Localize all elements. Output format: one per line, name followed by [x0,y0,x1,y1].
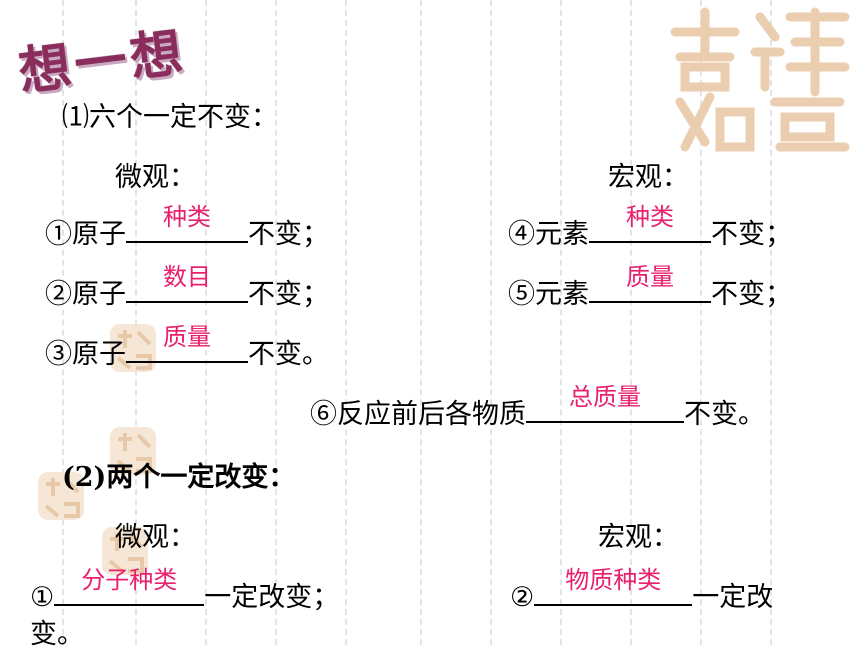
answer-text: 质量 [163,323,211,351]
section2-macro-label: 宏观： [598,522,679,553]
answer-blank: 种类 [589,203,711,243]
statement-line: ④元素种类不变； [508,203,792,251]
small-seal-logo [102,527,148,575]
page-title: 想一想 [15,22,190,103]
answer-blank: 总质量 [526,383,684,423]
answer-text: 种类 [163,203,211,231]
statement-line: ③原子质量不变。 [45,323,329,371]
small-seal-logo [110,324,156,372]
section1-micro-label: 微观： [115,162,196,193]
statement-line: ②原子数目不变； [45,263,329,311]
answer-text: 质量 [626,263,674,291]
answer-text: 分子种类 [81,566,178,594]
answer-blank: 种类 [126,203,248,243]
answer-blank: 质量 [589,263,711,303]
section1-macro-label: 宏观： [608,162,689,193]
section2-heading: (2)两个一定改变： [62,462,296,493]
section2-micro-label: 微观： [115,522,196,553]
small-seal-logo [38,472,84,520]
answer-blank: 数目 [126,263,248,303]
answer-text: 种类 [626,203,674,231]
statement-line: ⑤元素质量不变； [508,263,792,311]
small-seal-logo [110,427,156,475]
answer-text: 物质种类 [565,566,662,594]
answer-blank: 分子种类 [54,566,205,606]
answer-blank: 质量 [126,323,248,363]
auspicious-seal-logo [670,7,850,152]
answer-blank: 物质种类 [534,566,693,606]
statement-line: ⑥反应前后各物质总质量不变。 [310,383,765,431]
answer-text: 总质量 [569,383,641,411]
statement-line-continued: 变。 [30,619,84,650]
answer-text: 数目 [163,263,211,291]
section1-heading: ⑴六个一定不变： [62,102,278,133]
statement-line: ①原子种类不变； [45,203,329,251]
